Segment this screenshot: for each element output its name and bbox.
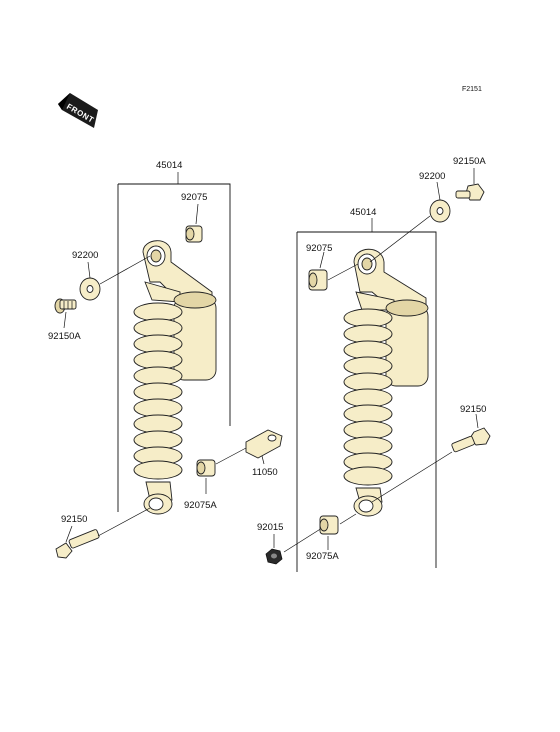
left-assembly-bracket	[117, 183, 231, 512]
left-top-bush	[185, 225, 203, 243]
front-arrow-icon: FRONT	[58, 93, 98, 128]
right-callout-bolt-bottom: 92150	[460, 404, 486, 415]
right-top-bush	[308, 269, 328, 291]
left-shock-group: 45014	[48, 160, 283, 559]
left-spring	[133, 302, 183, 480]
left-bottom-bush	[196, 459, 216, 477]
left-collar	[245, 429, 283, 459]
left-assembly-label: 45014	[156, 160, 182, 171]
left-callout-bolt-top: 92150A	[48, 331, 81, 342]
right-shock-absorber	[343, 248, 429, 517]
right-shock-group: 45014	[257, 156, 491, 572]
right-callout-bush-top: 92075	[306, 243, 332, 254]
right-assembly-bracket	[296, 231, 437, 572]
right-spring	[343, 308, 393, 486]
left-callout-collar: 11050	[252, 467, 278, 478]
right-washer	[429, 199, 451, 223]
right-callout-nut: 92015	[257, 522, 283, 533]
left-callout-bush-bottom: 92075A	[184, 500, 217, 511]
left-shock-absorber	[133, 240, 217, 515]
right-bottom-bush	[319, 515, 339, 535]
left-washer	[79, 277, 101, 301]
right-nut	[265, 548, 283, 565]
right-callout-bush-bottom: 92075A	[306, 551, 339, 562]
right-callout-bolt-top: 92150A	[453, 156, 486, 167]
left-callout-bolt-bottom: 92150	[61, 514, 87, 525]
left-top-bolt	[54, 298, 77, 314]
right-callout-washer: 92200	[419, 171, 445, 182]
right-top-bolt	[455, 183, 485, 201]
left-callout-washer: 92200	[72, 250, 98, 261]
right-bottom-bolt	[451, 427, 491, 453]
left-bottom-bolt	[55, 529, 100, 559]
right-assembly-label: 45014	[350, 207, 376, 218]
figure-code: F2151	[462, 86, 482, 93]
left-callout-bush-top: 92075	[181, 192, 207, 203]
